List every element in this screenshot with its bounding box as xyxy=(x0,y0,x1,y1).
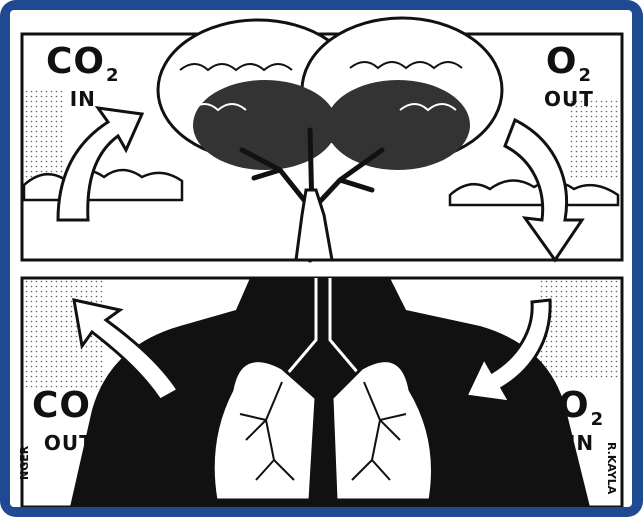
o2-out-label: O2 OUT xyxy=(544,44,594,109)
human-panel xyxy=(22,278,622,507)
illustration: CO2 IN O2 OUT CO2 OUT O2 IN NGER R.KAYLA xyxy=(10,10,632,507)
artist-credit-right: R.KAYLA xyxy=(605,442,618,494)
co2-in-label: CO2 IN xyxy=(46,44,120,109)
o2-in-label: O2 IN xyxy=(558,388,604,453)
artist-credit-left: NGER xyxy=(18,446,31,480)
co2-out-label: CO2 OUT xyxy=(32,388,106,453)
